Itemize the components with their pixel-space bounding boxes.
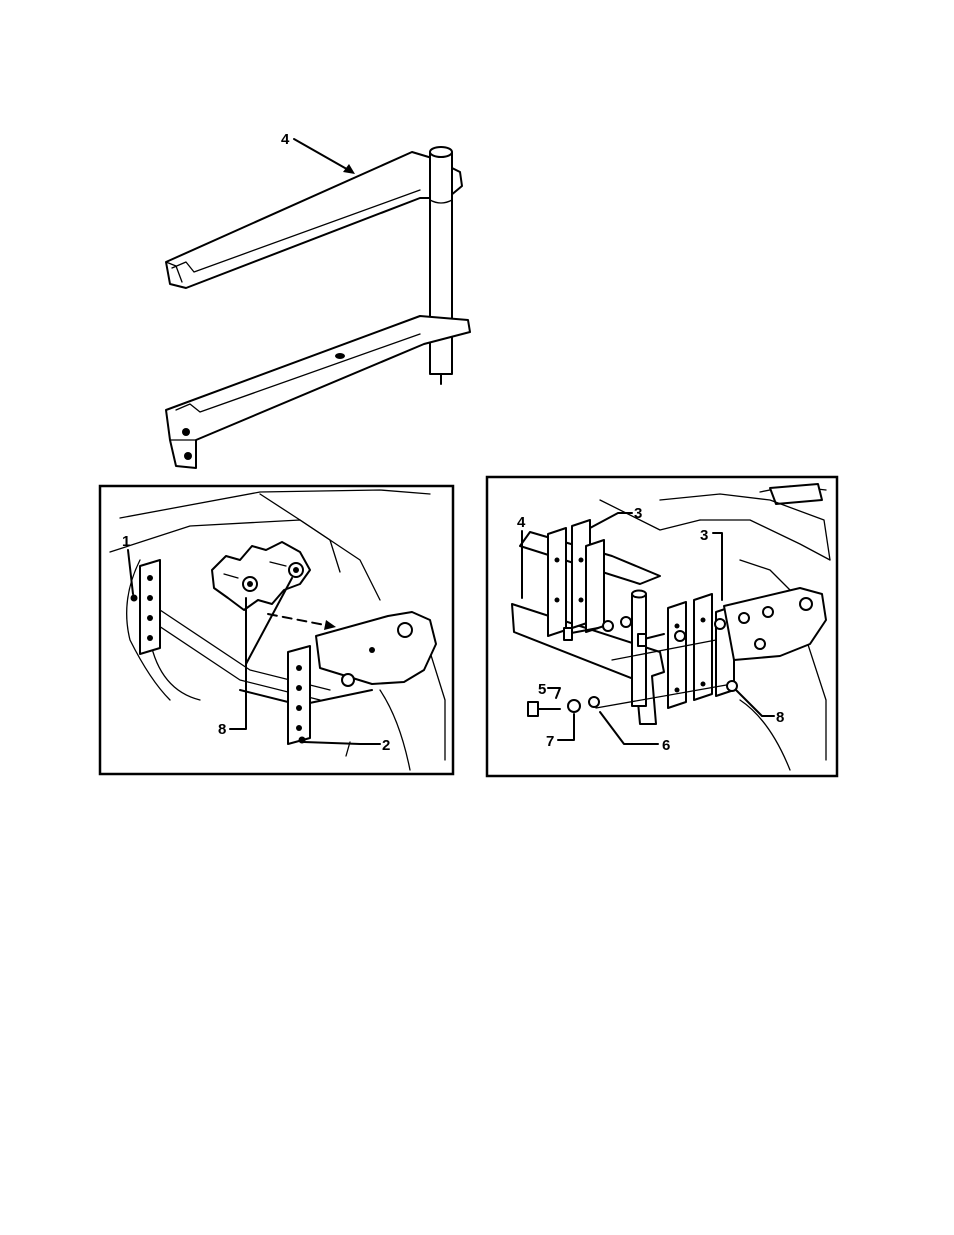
upper-channel-arm: [166, 152, 462, 288]
callout-label: 4: [281, 131, 290, 148]
callout-label: 8: [776, 709, 784, 726]
flat-washer: [589, 697, 599, 707]
right-panel-figure: 3 3 4 5 7 6 8: [487, 477, 837, 776]
callout-label: 6: [662, 737, 670, 754]
callout-label: 3: [700, 527, 708, 544]
lower-channel-arm: [166, 316, 470, 468]
callout-label: 2: [382, 737, 390, 754]
post-mounted: [632, 594, 646, 706]
callout-label: 1: [122, 533, 130, 550]
callout-label: 7: [546, 733, 554, 750]
bolt: [528, 702, 538, 716]
callout-label: 8: [218, 721, 226, 738]
left-panel-figure: 1 8 2: [100, 486, 453, 774]
callout-label: 5: [538, 681, 546, 698]
lock-washer: [568, 700, 580, 712]
top-bracket-figure: 4: [166, 131, 470, 468]
callout-label: 4: [517, 514, 526, 531]
callout-label: 3: [634, 505, 642, 522]
mounting-plate: [316, 612, 436, 684]
